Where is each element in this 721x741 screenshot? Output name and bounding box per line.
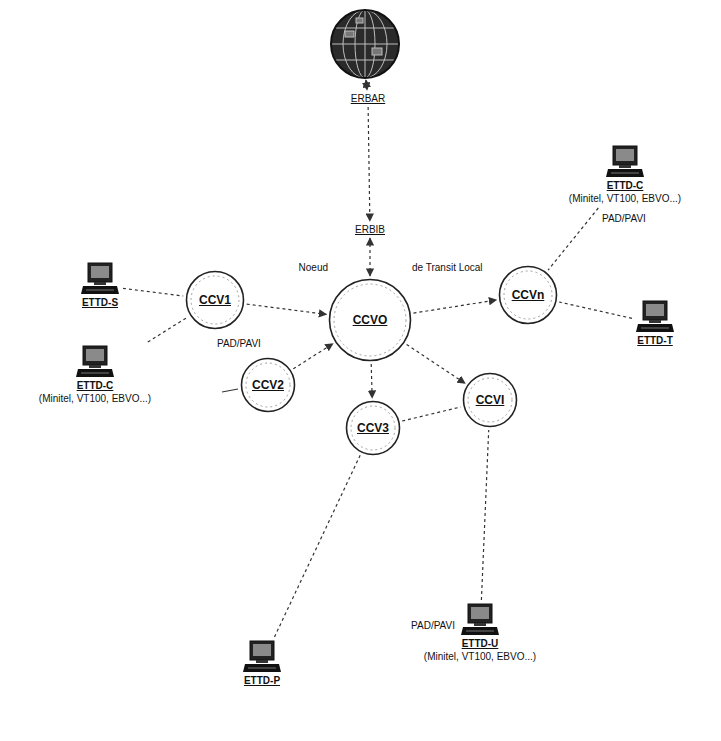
terminal: ETTD-U(Minitel, VT100, EBVO...) [424, 603, 536, 663]
link-line [559, 302, 632, 318]
terminal-icon [460, 603, 500, 637]
annotation-label: PAD/PAVI [600, 213, 648, 224]
annotation-label: PAD/PAVI [409, 620, 457, 631]
terminal: ETTD-C(Minitel, VT100, EBVO...) [569, 145, 681, 205]
node-name: CCV1 [197, 293, 233, 307]
node-name: ETTD-P [244, 674, 280, 687]
switch-circle: CCV3 [345, 400, 401, 456]
node-name: ETTD-C [77, 379, 114, 392]
node-name: CCVO [351, 313, 390, 327]
link-line [407, 344, 465, 383]
terminal: ETTD-P [242, 640, 282, 687]
link-line [123, 288, 183, 296]
link-line [371, 364, 373, 398]
link-line [481, 430, 488, 600]
node-name: ERBIB [353, 224, 387, 235]
node-name: ETTD-U [462, 637, 499, 650]
node-note: (Minitel, VT100, EBVO...) [39, 392, 151, 405]
switch-circle: CCVO [328, 278, 412, 362]
link-line [369, 238, 370, 276]
globe-symbol [330, 10, 400, 78]
link-line [402, 407, 461, 421]
node-note: (Minitel, VT100, EBVO...) [424, 650, 536, 663]
node-name: CCVn [510, 288, 547, 302]
switch-circle: CCV1 [185, 270, 245, 330]
switch-circle: CCVn [498, 265, 558, 325]
link-line [548, 208, 598, 270]
terminal: ETTD-T [635, 300, 675, 347]
terminal-icon [75, 345, 115, 379]
gateway-box: ERBIB [353, 224, 387, 235]
link-line [368, 107, 370, 221]
node-name: CCV2 [250, 378, 286, 392]
node-name: ETTD-T [637, 334, 673, 347]
link-line [413, 300, 496, 313]
terminal-icon [605, 145, 645, 179]
terminal: ETTD-S [80, 262, 120, 309]
stub-line [222, 389, 238, 392]
annotation-label: PAD/PAVI [215, 338, 263, 349]
annotation-label: Noeud [297, 262, 330, 273]
switch-circle: CCVI [462, 372, 518, 428]
terminal-icon [242, 640, 282, 674]
uplink-line [366, 80, 367, 90]
node-name: CCVI [474, 393, 507, 407]
link-line [148, 317, 188, 342]
node-note: (Minitel, VT100, EBVO...) [569, 192, 681, 205]
link-line [247, 304, 327, 314]
link-line [274, 455, 360, 637]
terminal-icon [80, 262, 120, 296]
annotation-label: de Transit Local [410, 262, 485, 273]
node-name: ETTD-C [607, 179, 644, 192]
node-name: CCV3 [355, 421, 391, 435]
terminal-icon [635, 300, 675, 334]
terminal: ETTD-C(Minitel, VT100, EBVO...) [39, 345, 151, 405]
node-name: ETTD-S [82, 296, 118, 309]
node-name: ERBAR [349, 93, 387, 104]
switch-circle: CCV2 [240, 357, 296, 413]
link-line [293, 344, 333, 369]
gateway-box: ERBAR [349, 93, 387, 104]
